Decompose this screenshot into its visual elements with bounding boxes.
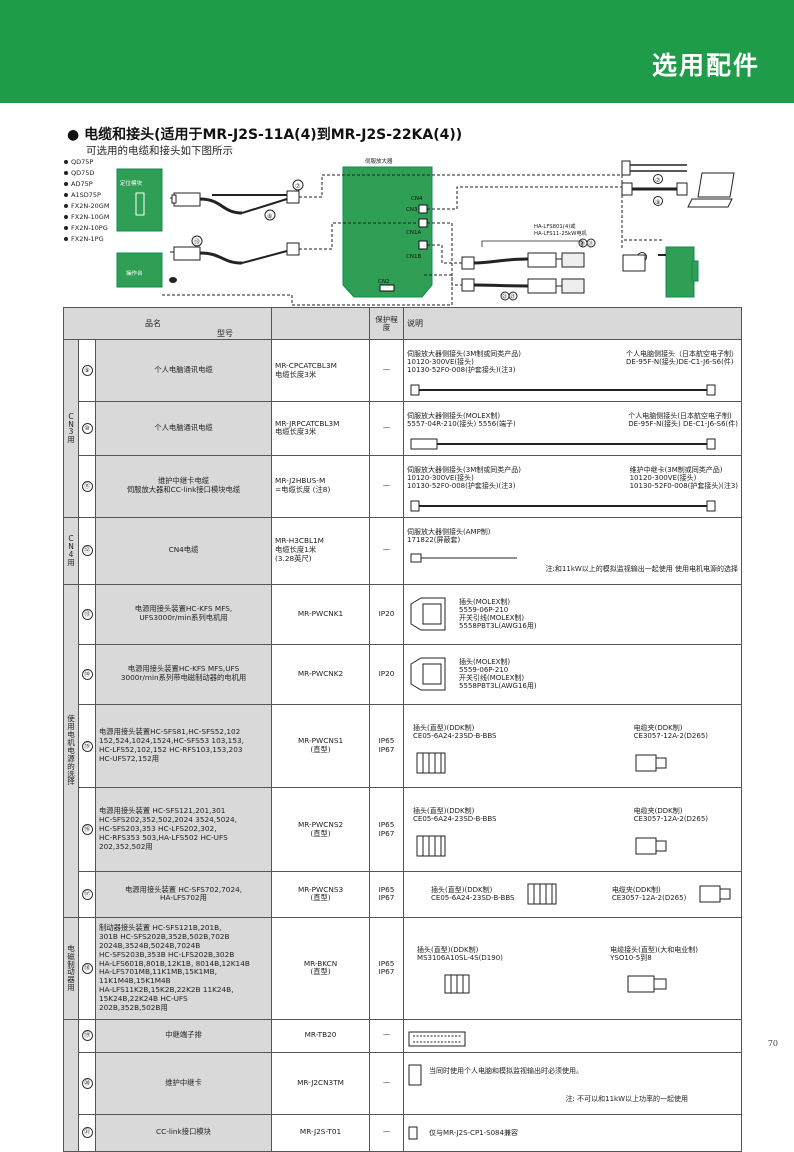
svg-text:CN1B: CN1B xyxy=(406,254,421,260)
connector-icon xyxy=(416,752,446,774)
connector-icon xyxy=(527,883,557,905)
table-row: ㉑ CC-link接口模块 MR-J2S-T01 — 仅与MR-J2S-CP1-… xyxy=(64,1113,743,1152)
svg-text:HA-LFS801(4)或: HA-LFS801(4)或 xyxy=(534,222,576,230)
svg-text:⑦: ⑦ xyxy=(295,183,301,190)
table-row: ⑪ 维护中继卡电缆 伺服放大器和CC-link接口模块电缆 MR-J2HBUS-… xyxy=(64,454,743,518)
table-row: ⑳ 维护中继卡 MR-J2CN3TM — 当同时使用个人电脑和模拟监视输出时必须… xyxy=(64,1051,743,1115)
clamp-icon xyxy=(635,837,667,855)
module-item: FX2N-20GM xyxy=(71,202,109,210)
svg-text:伺服放大器: 伺服放大器 xyxy=(365,157,393,165)
positioning-module-box xyxy=(116,168,163,232)
cable-icon xyxy=(410,500,716,512)
cable-icon xyxy=(410,384,716,396)
header-desc: 说明 xyxy=(403,306,743,341)
header-protection: 保护程度 xyxy=(369,306,405,341)
group-power: 使用电机电源的选择 xyxy=(63,583,79,918)
header-name-model: 品名 型号 xyxy=(62,306,273,341)
laptop-icon xyxy=(697,172,735,198)
svg-text:⑳: ⑳ xyxy=(580,240,585,247)
svg-text:⑦: ⑦ xyxy=(655,177,661,184)
svg-text:CN4: CN4 xyxy=(411,196,423,202)
cable-icon xyxy=(410,438,716,450)
svg-text:⑨: ⑨ xyxy=(655,199,660,206)
group-cn4: CN4用 xyxy=(63,516,79,585)
connector-icon xyxy=(416,835,446,857)
connection-diagram: QD75P QD75D AD75P A1SD75P FX2N-20GM FX2N… xyxy=(62,155,740,307)
table-row: ⑭ 电源用接头装置HC-KFS MFS,UFS 3000r/min系列带电磁制动… xyxy=(64,643,743,705)
servo-amplifier-body xyxy=(342,166,433,298)
table-row: ⑰ 电源用接头装置 HC-SFS702,7024, HA-LFS702用 MR-… xyxy=(64,870,743,918)
section-title: ● 电缆和接头(适用于MR-J2S-11A(4)到MR-J2S-22KA(4)) xyxy=(67,127,463,143)
table-row: 使用电机电源的选择 ⑬ 电源用接头装置HC-KFS MFS, UFS3000r/… xyxy=(63,583,743,918)
svg-text:CN2: CN2 xyxy=(378,279,389,285)
svg-text:㉓: ㉓ xyxy=(510,293,515,300)
page-title: 选用配件 xyxy=(651,51,760,80)
svg-text:㉑: ㉑ xyxy=(588,240,593,247)
svg-text:HA-LFS11-25kW电机: HA-LFS11-25kW电机 xyxy=(534,229,588,237)
table-row: 电磁制动器用 ⑱ 制动器接头装置 HC-SFS121B,201B, 301B H… xyxy=(63,916,743,1020)
module-item: QD75P xyxy=(71,158,93,166)
row-name: 个人电脑通讯电缆 xyxy=(94,339,273,403)
page-number: 70 xyxy=(767,1039,778,1048)
motor-body xyxy=(665,246,695,298)
svg-text:CN1A: CN1A xyxy=(406,230,421,236)
terminal-block-icon xyxy=(408,1031,466,1047)
operation-panel-box xyxy=(116,252,163,288)
row-desc-right: 个人电脑侧接头（日本航空电子制） DE-95F-N(接头)DE-C1-J6-S6… xyxy=(626,350,739,367)
connector-icon xyxy=(444,974,470,994)
group-brake: 电磁制动器用 xyxy=(63,916,79,1020)
module-item: FX2N-1PG xyxy=(71,235,104,243)
module-list: QD75P QD75D AD75P A1SD75P FX2N-20GM FX2N… xyxy=(64,158,109,243)
module-item: AD75P xyxy=(71,180,93,188)
plug-icon xyxy=(410,597,446,631)
svg-text:㉒: ㉒ xyxy=(502,293,507,300)
table-row: CN3用 ⑨ 个人电脑通讯电缆 MR-CPCATCBL3M 电缆长度3米 — 伺… xyxy=(63,339,743,518)
plug-icon xyxy=(410,657,446,691)
table-header-row: 品名 型号 保护程度 说明 xyxy=(62,306,743,341)
svg-text:⑬: ⑬ xyxy=(194,238,200,246)
row-desc-left: 伺服放大器侧接头(3M制或同类产品) 10120-300VE(接头) 10130… xyxy=(407,350,521,375)
table-row: ⑮ 电源用接头装置HC-SFS81,HC-SFS52,102 152,524,1… xyxy=(64,703,743,789)
table-row: ⑲ 中继端子排 MR-TB20 — xyxy=(63,1018,743,1152)
clamp-icon xyxy=(699,885,731,903)
interface-module-icon xyxy=(408,1126,418,1140)
table-row: ⑯ 电源用接头装置 HC-SFS121,201,301 HC-SFS202,35… xyxy=(64,787,743,872)
svg-text:定位模块: 定位模块 xyxy=(120,179,143,187)
svg-text:CN3: CN3 xyxy=(406,207,418,213)
cable-icon xyxy=(410,553,518,563)
row-model: MR-CPCATCBL3M 电缆长度3米 xyxy=(271,339,371,403)
accessory-table: 品名 型号 保护程度 说明 CN3用 ⑨ 个人电脑通讯电缆 MR-CPCATCB… xyxy=(62,306,743,1152)
clamp-icon xyxy=(635,754,667,772)
table-row: CN4用 ⑫ CN4电缆 MR-H3CBL1M 电缆长度1米 (3.28英尺) … xyxy=(63,516,743,585)
relay-card-icon xyxy=(408,1064,422,1086)
module-item: FX2N-10GM xyxy=(71,213,109,221)
section-subtitle: 可选用的电缆和接头如下图所示 xyxy=(86,145,233,157)
module-item: FX2N-10PG xyxy=(71,224,108,232)
header-banner: 选用配件 xyxy=(0,0,794,103)
module-item: A1SD75P xyxy=(71,191,101,199)
table-row: ⑩ 个人电脑通讯电缆 MR-JRPCATCBL3M 电缆长度3米 — 伺服放大器… xyxy=(64,401,743,456)
svg-text:⑧: ⑧ xyxy=(267,213,272,220)
cable-connector-icon xyxy=(627,975,667,993)
module-item: QD75D xyxy=(71,169,94,177)
group-cn3: CN3用 xyxy=(63,339,79,518)
svg-text:操作台: 操作台 xyxy=(126,269,143,277)
